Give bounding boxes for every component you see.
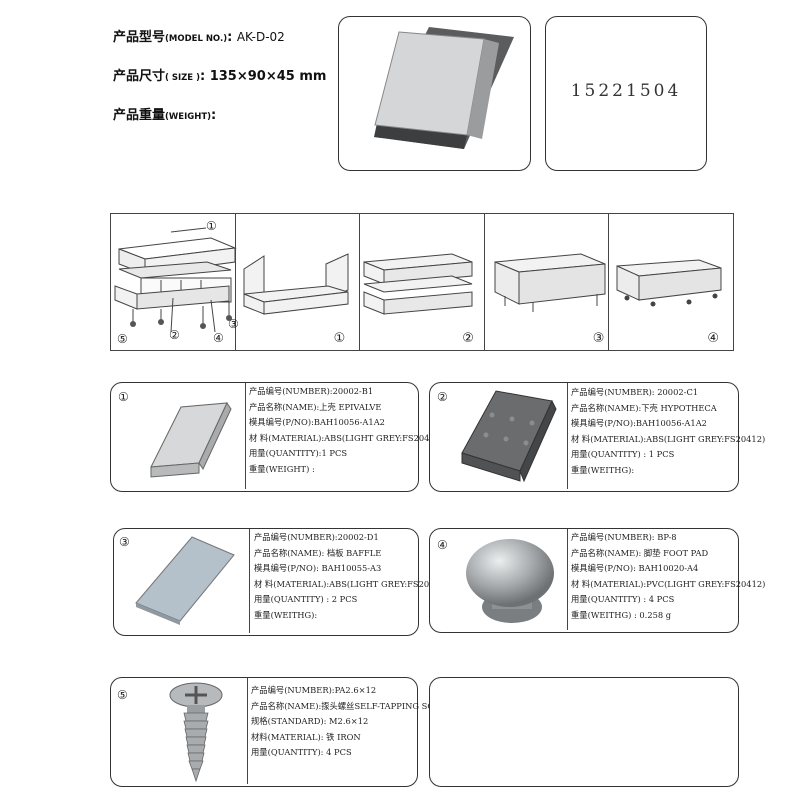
part-card-4-number: ④ — [437, 538, 448, 552]
part-5-material: 材料(MATERIAL): 铁 IRON — [251, 731, 361, 742]
weight-label-en: (WEIGHT) — [165, 112, 212, 122]
part-card-4: ④ 产品编号(NUMBER): BP-8 产品名称(NAME): 脚垫 FOOT… — [429, 528, 765, 633]
part-card-1-divider — [245, 383, 246, 489]
part-2-name: 产品名称(NAME):下壳 HYPOTHECA — [571, 402, 717, 413]
assembly-label-5: ⑤ — [117, 332, 128, 346]
assembly-label-4: ④ — [213, 331, 224, 345]
screw-image — [169, 682, 223, 783]
part-1-quantity: 用量(QUANTITY):1 PCS — [249, 448, 348, 459]
assembly-panel-mid: ② — [360, 214, 485, 350]
assembly-panel-closed: ③ — [485, 214, 610, 350]
model-number-line: 产品型号(MODEL NO.): AK-D-02 — [113, 26, 285, 45]
assembly-panel-exploded: ① ② ③ ④ ⑤ — [111, 214, 239, 350]
part-card-1-info: 产品编号(NUMBER):20002-B1 产品名称(NAME):上壳 EPIV… — [249, 384, 443, 478]
part-1-mold-no: 模具编号(P/NO):BAH10056-A1A2 — [249, 417, 385, 428]
part-5-number: 产品编号(NUMBER):PA2.6×12 — [251, 685, 377, 695]
assembly-label-3: ③ — [228, 317, 239, 331]
phone-number: 15221504 — [570, 81, 682, 101]
part-card-4-info: 产品编号(NUMBER): BP-8 产品名称(NAME): 脚垫 FOOT P… — [571, 530, 765, 624]
part-2-weight: 重量(WEITHG): — [571, 464, 635, 475]
foot-pad-image — [466, 539, 554, 623]
part-1-name: 产品名称(NAME):上壳 EPIVALVE — [249, 401, 382, 412]
part-2-mold-no: 模具编号(P/NO):BAH10056-A1A2 — [571, 418, 707, 429]
assembly-step-2: ② — [462, 331, 474, 346]
part-4-weight: 重量(WEITHG) : 0.258 g — [571, 609, 672, 620]
part-4-mold-no: 模具编号(P/NO): BAH10020-A4 — [571, 563, 699, 574]
model-label: 产品型号 — [113, 30, 166, 45]
part-2-material: 材 料(MATERIAL):ABS(LIGHT GREY:FS20412) — [571, 433, 766, 444]
assembly-step-4: ④ — [707, 331, 720, 346]
part-3-quantity: 用量(QUANTITY) : 2 PCS — [254, 594, 358, 605]
part-3-name: 产品名称(NAME): 档板 BAFFLE — [254, 547, 382, 558]
size-line: 产品尺寸( SIZE ): 135×90×45 mm — [113, 65, 326, 84]
part-5-name: 产品名称(NAME):揼头螺丝SELF-TAPPING SCREW — [251, 700, 455, 711]
model-value: AK-D-02 — [236, 30, 285, 44]
part-4-material: 材 料(MATERIAL):PVC(LIGHT GREY:FS20412) — [571, 578, 766, 589]
part-card-5-number: ⑤ — [117, 688, 128, 702]
weight-sep: : — [211, 108, 217, 123]
part-2-number: 产品编号(NUMBER): 20002-C1 — [571, 387, 699, 397]
part-card-3-info: 产品编号(NUMBER):20002-D1 产品名称(NAME): 档板 BAF… — [254, 530, 448, 624]
part-4-name: 产品名称(NAME): 脚垫 FOOT PAD — [571, 547, 709, 558]
part-3-number: 产品编号(NUMBER):20002-D1 — [254, 532, 379, 542]
part-card-3: ③ 产品编号(NUMBER):20002-D1 产品名称(NAME): 档板 B… — [113, 528, 448, 636]
part-card-5-divider — [247, 678, 248, 784]
assembly-panel-bottom-shell: ① — [236, 214, 361, 350]
part-card-2-divider — [567, 383, 568, 489]
empty-card — [429, 677, 739, 787]
part-1-material: 材 料(MATERIAL):ABS(LIGHT GREY:FS20412) — [249, 432, 444, 443]
model-label-en: (MODEL NO.) — [165, 34, 228, 44]
part-5-quantity: 用量(QUANTITY): 4 PCS — [251, 747, 352, 758]
weight-label: 产品重量 — [113, 108, 166, 123]
part-card-2: ② 产品编号(NUMBER): 20002-C1 产品名称(NAME):下壳 H… — [429, 382, 765, 492]
product-image-box — [338, 16, 531, 171]
part-4-quantity: 用量(QUANTITY) : 4 PCS — [571, 594, 675, 605]
part-2-quantity: 用量(QUANTITY) : 1 PCS — [571, 449, 675, 460]
part-card-5-info: 产品编号(NUMBER):PA2.6×12 产品名称(NAME):揼头螺丝SEL… — [251, 683, 455, 761]
size-value: 135×90×45 mm — [209, 69, 327, 84]
part-3-weight: 重量(WEITHG): — [254, 609, 318, 620]
assembly-label-2: ② — [169, 328, 180, 342]
contact-box: 15221504 — [545, 16, 707, 171]
part-card-5: ⑤ 产品编号(NUMBER):PA2.6×12 产品名称(NAME):揼头螺丝S… — [110, 677, 455, 787]
part-1-weight: 重量(WEIGHT) : — [249, 463, 315, 474]
mid-assembly-drawing — [363, 253, 473, 315]
size-label-en: ( SIZE ) — [165, 73, 200, 83]
bottom-shell-image — [461, 390, 557, 483]
assembly-step-1: ① — [333, 331, 346, 346]
enclosure-image — [374, 27, 514, 149]
part-1-number: 产品编号(NUMBER):20002-B1 — [249, 386, 374, 396]
closed-enclosure-drawing — [494, 253, 606, 312]
model-sep: : — [227, 30, 233, 45]
part-card-3-divider — [249, 529, 250, 633]
size-sep: : — [199, 69, 206, 84]
bottom-shell-drawing — [243, 253, 349, 315]
assembly-step-3: ③ — [592, 331, 605, 346]
final-enclosure-drawing — [616, 259, 722, 307]
part-card-4-divider — [567, 529, 568, 630]
part-3-mold-no: 模具编号(P/NO): BAH10055-A3 — [254, 563, 382, 574]
part-card-2-info: 产品编号(NUMBER): 20002-C1 产品名称(NAME):下壳 HYP… — [571, 385, 765, 479]
part-4-number: 产品编号(NUMBER): BP-8 — [571, 532, 677, 542]
size-label: 产品尺寸 — [113, 69, 166, 84]
weight-line: 产品重量(WEIGHT): — [113, 104, 216, 123]
part-5-standard: 规格(STANDARD): M2.6×12 — [251, 716, 369, 727]
assembly-panel-final: ④ — [609, 214, 733, 350]
assembly-diagram: ① ② ③ ④ ⑤ ① ② — [110, 213, 734, 351]
assembly-label-1: ① — [206, 219, 217, 233]
baffle-image — [135, 536, 235, 625]
exploded-view-drawing — [114, 227, 237, 333]
top-shell-image — [150, 401, 232, 478]
part-card-3-number: ③ — [119, 535, 130, 549]
part-card-1: ① 产品编号(NUMBER):20002-B1 产品名称(NAME):上壳 EP… — [110, 382, 443, 492]
part-3-material: 材 料(MATERIAL):ABS(LIGHT GREY:FS20412) — [254, 578, 449, 589]
part-card-2-number: ② — [437, 390, 448, 404]
part-card-1-number: ① — [118, 390, 129, 404]
